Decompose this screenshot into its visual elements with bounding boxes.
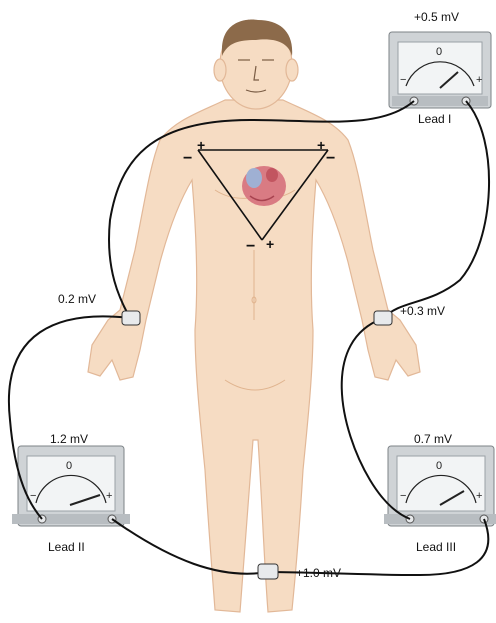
lead1-voltage: +0.5 mV: [414, 10, 459, 24]
right-arm-voltage: 0.2 mV: [58, 292, 96, 306]
triangle-top-right-plus: +: [317, 137, 325, 153]
lead3-plus: +: [476, 490, 482, 502]
lead1-name: Lead I: [418, 112, 451, 126]
lead2-zero: 0: [66, 460, 72, 472]
lead3-zero: 0: [436, 460, 442, 472]
left-leg-voltage: +1.0 mV: [296, 566, 341, 580]
triangle-top-left-sign: −: [183, 150, 192, 168]
lead2-minus: −: [30, 490, 36, 502]
lead2-voltage: 1.2 mV: [50, 432, 88, 446]
lead2-plus: +: [106, 490, 112, 502]
lead2-meter: [12, 446, 130, 526]
lead3-minus: −: [400, 490, 406, 502]
triangle-bottom-plus: +: [266, 236, 274, 252]
lead2-name: Lead II: [48, 540, 85, 554]
triangle-top-right-minus: −: [326, 150, 335, 168]
heart: [242, 166, 286, 206]
triangle-bottom-minus: −: [246, 238, 255, 256]
lead3-name: Lead III: [416, 540, 456, 554]
left-ankle-electrode: [258, 564, 278, 579]
lead3-voltage: 0.7 mV: [414, 432, 452, 446]
lead1-meter: [389, 32, 491, 108]
left-wrist-electrode: [374, 311, 392, 325]
right-wrist-electrode: [122, 311, 140, 325]
left-arm-voltage: +0.3 mV: [400, 304, 445, 318]
lead1-plus: +: [476, 74, 482, 86]
lead1-zero: 0: [436, 46, 442, 58]
lead1-minus: −: [400, 74, 406, 86]
triangle-top-left-plus: +: [197, 137, 205, 153]
